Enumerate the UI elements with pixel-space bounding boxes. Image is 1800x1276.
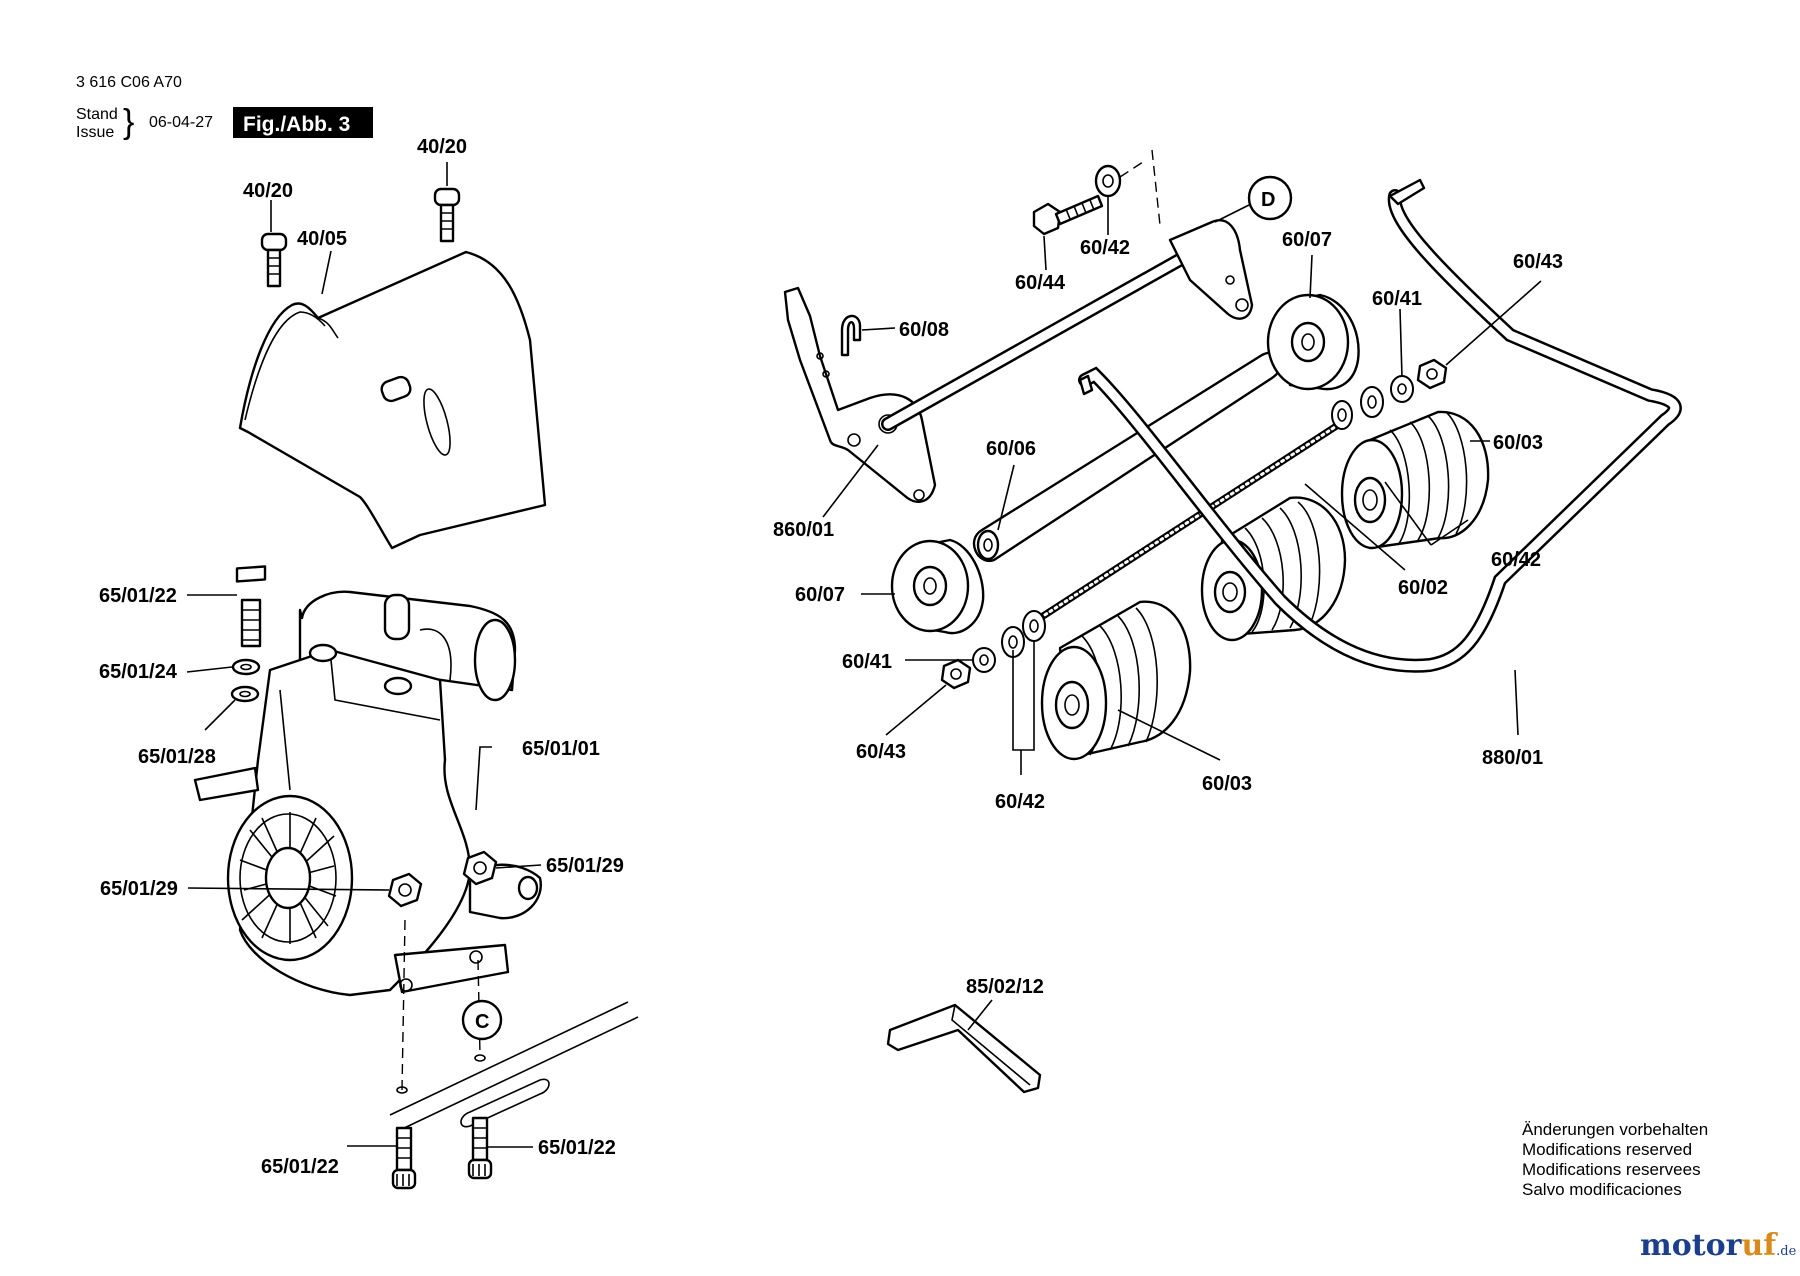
washer-60-42-right-b: [1360, 386, 1384, 418]
axis-line-left: [401, 919, 406, 1091]
lock-washer-60-41-top: [1390, 375, 1414, 403]
label-60-08: 60/08: [899, 319, 949, 341]
engine-cover-group: [238, 187, 547, 550]
bolt-65-01-22-top: [235, 565, 267, 648]
wheel-60-07-left: [890, 538, 985, 635]
label-60-07-left: 60/07: [795, 584, 845, 606]
issue-date: 06-04-27: [149, 114, 213, 131]
label-65-01-22-bottom-left: 65/01/22: [261, 1156, 339, 1178]
ref-circle-c: [461, 999, 503, 1041]
nut-60-43-left: [940, 658, 972, 690]
issue-label: Issue: [76, 124, 114, 141]
figure-label: Fig./Abb. 3: [243, 113, 350, 136]
wheel-60-07-right: [1266, 293, 1360, 391]
label-860-01: 860/01: [773, 519, 834, 541]
hook-60-08: [840, 314, 862, 357]
screw-40-20-right: [433, 187, 461, 243]
note-line-de: Änderungen vorbehalten: [1522, 1120, 1709, 1139]
part-labels: 40/20 40/20 40/05 65/01/22 65/01/24 65/0…: [99, 136, 1563, 1178]
watermark-part-3: .de: [1776, 1244, 1797, 1259]
label-880-01: 880/01: [1482, 747, 1543, 769]
lock-washer-60-41-left: [972, 647, 996, 673]
note-line-en: Modifications reserved: [1522, 1140, 1693, 1159]
bolt-60-44: [1032, 194, 1104, 236]
ref-circle-d: [1247, 175, 1293, 221]
label-60-42-bottom: 60/42: [995, 791, 1045, 813]
label-85-02-12: 85/02/12: [966, 976, 1044, 998]
note-line-es: Salvo modificaciones: [1522, 1180, 1682, 1199]
label-60-42-top: 60/42: [1080, 237, 1130, 259]
deck-plate: [389, 1001, 639, 1131]
bolt-65-01-22-bottom-left: [391, 1126, 417, 1190]
roller-60-03-middle: [1200, 496, 1347, 642]
bracket-860-01: [783, 286, 937, 503]
label-40-20-left: 40/20: [243, 180, 293, 202]
label-60-03-top: 60/03: [1493, 432, 1543, 454]
threaded-rod-60-02: [1036, 421, 1342, 622]
washer-60-42-right-a: [1331, 400, 1353, 430]
label-60-44: 60/44: [1015, 272, 1066, 294]
label-65-01-29-right: 65/01/29: [546, 855, 624, 877]
bracket-right: [1168, 219, 1254, 320]
label-65-01-22-bottom-right: 65/01/22: [538, 1137, 616, 1159]
leader-lines: [186, 162, 1542, 1148]
engine-65-01-01: [193, 590, 542, 997]
label-60-43-left: 60/43: [856, 741, 906, 763]
document-number: 3 616 C06 A70: [76, 74, 182, 91]
note-line-fr: Modifications reservees: [1522, 1160, 1701, 1179]
cover-slot: [423, 388, 451, 456]
washer-65-01-28: [230, 685, 260, 703]
cover-boss: [380, 375, 412, 403]
brace-glyph: }: [123, 103, 134, 141]
handle-bar-880-01: [1078, 178, 1682, 673]
label-40-05: 40/05: [297, 228, 347, 250]
watermark-part-2: uf: [1741, 1228, 1777, 1263]
label-60-02: 60/02: [1398, 577, 1448, 599]
washer-65-01-24: [231, 658, 261, 676]
hex-key-85-02-12: [886, 1003, 1042, 1094]
figure-badge: [233, 107, 373, 138]
roller-60-03-bottom: [1040, 600, 1192, 761]
nut-65-01-29-left: [387, 872, 423, 908]
cover-rim-line: [244, 311, 326, 421]
label-60-07-top: 60/07: [1282, 229, 1332, 251]
ref-d-label: D: [1261, 189, 1275, 211]
label-65-01-29-left: 65/01/29: [100, 878, 178, 900]
roller-60-03-top: [1340, 410, 1490, 550]
ref-c-label: C: [475, 1011, 489, 1033]
label-60-03-bottom: 60/03: [1202, 773, 1252, 795]
label-65-01-22-top: 65/01/22: [99, 585, 177, 607]
screw-40-20-left: [260, 232, 288, 288]
washer-60-42-top: [1094, 164, 1122, 198]
label-60-43-top: 60/43: [1513, 251, 1563, 273]
bolt-65-01-22-bottom-right: [467, 1116, 493, 1180]
nut-60-43-top: [1416, 358, 1448, 390]
label-40-20-right: 40/20: [417, 136, 467, 158]
label-60-42-right: 60/42: [1491, 549, 1541, 571]
watermark-logo: motoruf.de: [1640, 1228, 1796, 1263]
label-60-06: 60/06: [986, 438, 1036, 460]
washer-60-42-left-a: [1022, 610, 1046, 642]
stand-label: Stand: [76, 106, 118, 123]
label-65-01-24: 65/01/24: [99, 661, 178, 683]
header: 3 616 C06 A70 Stand Issue } 06-04-27 Fig…: [76, 74, 373, 141]
watermark-part-1: motor: [1640, 1228, 1742, 1263]
label-60-41-left: 60/41: [842, 651, 892, 673]
modification-notes: Änderungen vorbehalten Modifications res…: [1522, 1120, 1708, 1200]
nut-65-01-29-right: [462, 850, 498, 886]
label-65-01-01: 65/01/01: [522, 738, 600, 760]
label-60-41-top: 60/41: [1372, 288, 1422, 310]
label-65-01-28: 65/01/28: [138, 746, 216, 768]
